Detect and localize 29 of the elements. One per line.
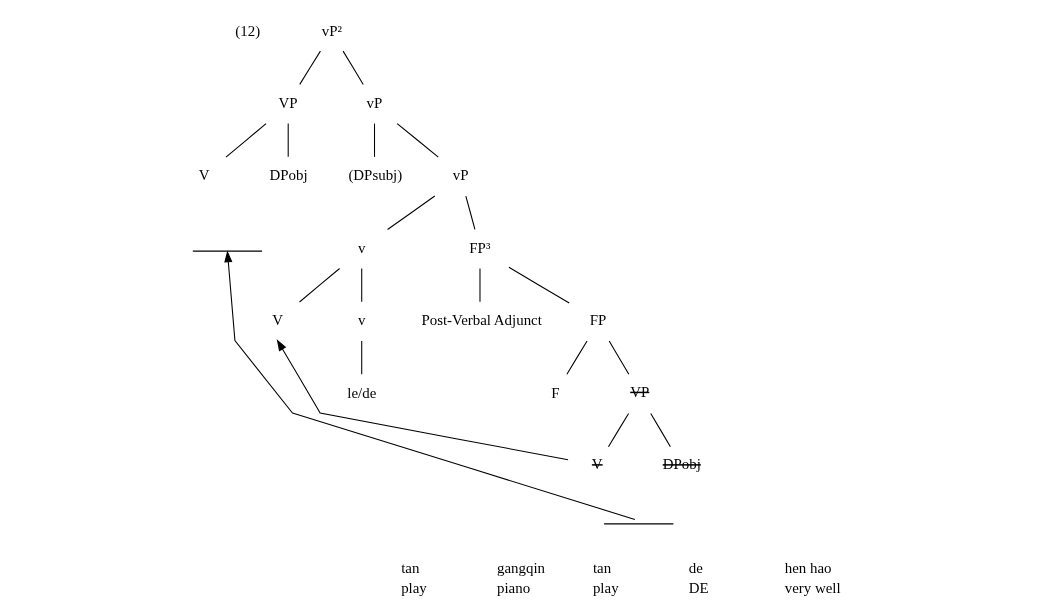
- node-text: vP: [452, 167, 469, 184]
- node-text: v: [357, 239, 366, 256]
- label: piano: [497, 580, 531, 597]
- node-text: VP: [630, 383, 650, 400]
- label: (12): [235, 22, 261, 39]
- node-text: vP²: [321, 22, 342, 39]
- node-text: F: [551, 384, 560, 401]
- node-text: vP: [366, 95, 383, 111]
- node-text: FP³: [469, 239, 491, 256]
- label: play: [401, 580, 427, 597]
- node-text: le/de: [347, 384, 377, 401]
- label: gangqin: [497, 560, 546, 577]
- node-text: FP: [589, 312, 607, 329]
- label: tan: [592, 560, 612, 577]
- label: hen hao: [784, 560, 832, 577]
- label: play: [592, 580, 619, 597]
- node-text: V: [591, 456, 603, 473]
- node-text: VP: [278, 95, 298, 111]
- node-text: V: [198, 167, 210, 184]
- label: de: [688, 560, 703, 577]
- label: DE: [688, 580, 709, 597]
- label: very well: [784, 580, 841, 597]
- node-text: (DPsubj): [348, 167, 403, 184]
- node-text: DPobj: [662, 456, 701, 473]
- node-text: V: [272, 312, 283, 329]
- node-text: DPobj: [269, 167, 308, 184]
- node-text: v: [357, 312, 366, 329]
- node-text: Post-Verbal Adjunct: [421, 312, 542, 329]
- label: tan: [401, 560, 420, 577]
